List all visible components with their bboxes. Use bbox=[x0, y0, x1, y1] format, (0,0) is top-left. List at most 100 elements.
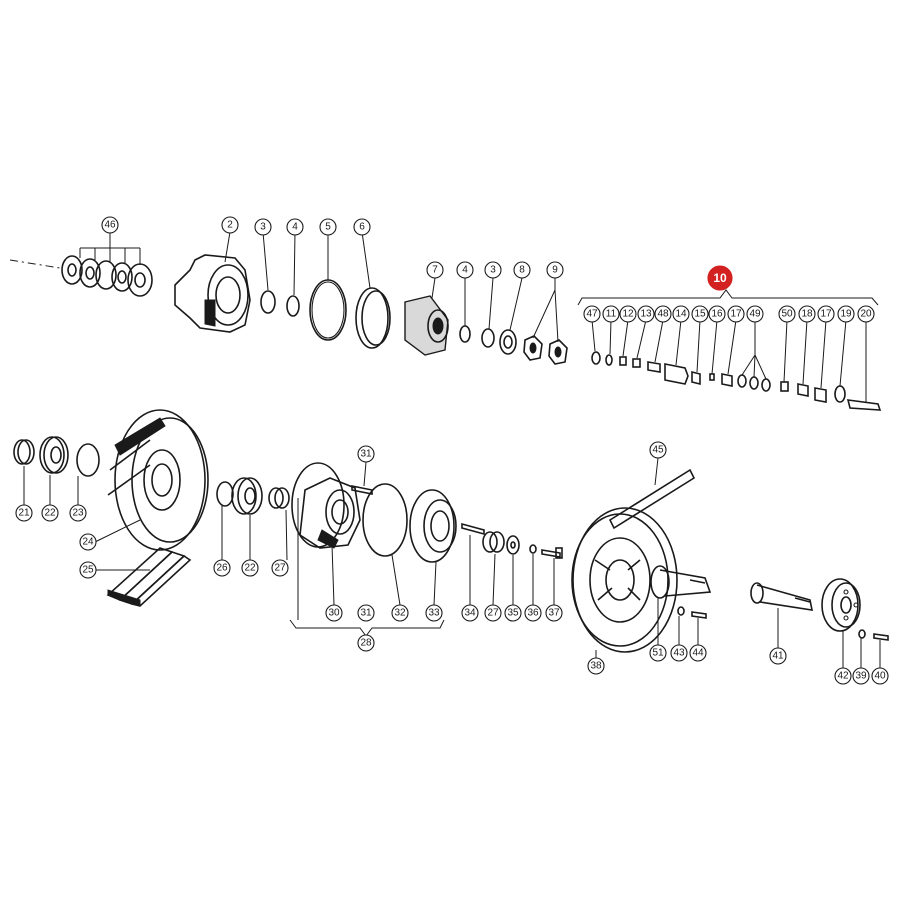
svg-text:36: 36 bbox=[527, 608, 539, 619]
svg-text:49: 49 bbox=[749, 309, 761, 320]
callout-14: 14 bbox=[672, 305, 690, 323]
part-51-shaft-flange bbox=[650, 565, 712, 645]
callout-39: 39 bbox=[852, 667, 870, 685]
svg-text:37: 37 bbox=[548, 608, 560, 619]
part-6-seal-ring bbox=[355, 231, 391, 349]
part-26-ring bbox=[216, 481, 234, 507]
svg-text:26: 26 bbox=[216, 563, 228, 574]
callout-27b: 27 bbox=[484, 604, 502, 622]
callout-24: 24 bbox=[79, 533, 97, 551]
callout-42: 42 bbox=[834, 667, 852, 685]
svg-text:14: 14 bbox=[675, 309, 687, 320]
callout-23: 23 bbox=[69, 504, 87, 522]
svg-text:45: 45 bbox=[652, 445, 664, 456]
callout-3b: 3 bbox=[484, 261, 502, 279]
svg-text:42: 42 bbox=[837, 671, 849, 682]
svg-text:27: 27 bbox=[274, 563, 286, 574]
part-36-washer-small bbox=[529, 544, 537, 554]
part-40-bolt bbox=[873, 633, 889, 641]
callout-6: 6 bbox=[353, 218, 371, 236]
svg-text:17: 17 bbox=[730, 309, 742, 320]
callout-37: 37 bbox=[545, 604, 563, 622]
callout-47: 47 bbox=[583, 305, 601, 323]
part-2-clutch-housing bbox=[174, 231, 251, 333]
callout-15: 15 bbox=[691, 305, 709, 323]
callout-36: 36 bbox=[524, 604, 542, 622]
part-3-ring bbox=[260, 290, 276, 314]
part-3-ring-b bbox=[481, 328, 495, 348]
callout-11: 11 bbox=[602, 305, 620, 323]
callout-50: 50 bbox=[778, 305, 796, 323]
svg-text:44: 44 bbox=[692, 648, 704, 659]
part-21-bush bbox=[13, 439, 35, 505]
svg-text:32: 32 bbox=[394, 608, 406, 619]
callout-8: 8 bbox=[513, 261, 531, 279]
part-8-nut bbox=[499, 277, 523, 355]
part-27-sleeve-b bbox=[482, 531, 505, 606]
callout-2: 2 bbox=[221, 216, 239, 234]
part-22-ball-bearing bbox=[39, 436, 69, 505]
svg-text:11: 11 bbox=[606, 309, 617, 320]
svg-text:41: 41 bbox=[772, 651, 784, 662]
callout-49: 49 bbox=[746, 305, 764, 323]
part-30-clutch-hub bbox=[291, 462, 361, 606]
callout-25: 25 bbox=[79, 561, 97, 579]
svg-text:19: 19 bbox=[840, 309, 852, 320]
svg-text:27: 27 bbox=[487, 608, 499, 619]
svg-text:6: 6 bbox=[359, 222, 365, 233]
callout-4b: 4 bbox=[456, 261, 474, 279]
callout-45: 45 bbox=[649, 441, 667, 459]
svg-text:40: 40 bbox=[874, 671, 886, 682]
svg-text:43: 43 bbox=[673, 648, 685, 659]
part-41-shaft bbox=[750, 582, 814, 648]
callout-20: 20 bbox=[857, 305, 875, 323]
part-42-hub bbox=[821, 578, 861, 668]
part-22-ball-bearing-b bbox=[231, 477, 263, 560]
part-39-washer bbox=[858, 629, 866, 639]
svg-text:21: 21 bbox=[18, 508, 30, 519]
callout-26: 26 bbox=[213, 559, 231, 577]
svg-text:7: 7 bbox=[432, 265, 438, 276]
svg-text:17: 17 bbox=[820, 309, 832, 320]
callout-22: 22 bbox=[41, 504, 59, 522]
part-35-washer bbox=[506, 535, 520, 605]
callout-10-highlighted: 10 bbox=[707, 265, 733, 291]
svg-text:34: 34 bbox=[464, 608, 476, 619]
callout-13: 13 bbox=[637, 305, 655, 323]
part-34-pin bbox=[461, 522, 485, 536]
callout-33: 33 bbox=[425, 604, 443, 622]
svg-text:51: 51 bbox=[652, 648, 664, 659]
part-45-v-belt bbox=[608, 457, 696, 530]
part-23-ring bbox=[76, 443, 100, 477]
part-7-bushing bbox=[404, 277, 449, 356]
callout-48: 48 bbox=[654, 305, 672, 323]
callout-4: 4 bbox=[286, 218, 304, 236]
svg-text:10: 10 bbox=[713, 271, 727, 285]
svg-text:24: 24 bbox=[82, 537, 94, 548]
part-33-pressure-plate bbox=[409, 489, 457, 606]
callout-46: 46 bbox=[101, 216, 119, 234]
part-44-bolt bbox=[691, 611, 707, 619]
callout-16: 16 bbox=[708, 305, 726, 323]
svg-text:3: 3 bbox=[260, 222, 266, 233]
svg-text:28: 28 bbox=[360, 638, 372, 649]
svg-text:35: 35 bbox=[507, 608, 519, 619]
svg-text:20: 20 bbox=[860, 309, 872, 320]
svg-text:4: 4 bbox=[462, 265, 468, 276]
part-4-circlip bbox=[286, 295, 300, 317]
part-4-circlip-b bbox=[459, 325, 471, 343]
svg-text:38: 38 bbox=[590, 661, 602, 672]
svg-text:13: 13 bbox=[640, 309, 652, 320]
callout-17b: 17 bbox=[817, 305, 835, 323]
callout-3: 3 bbox=[254, 218, 272, 236]
svg-text:50: 50 bbox=[781, 309, 793, 320]
callout-9: 9 bbox=[546, 261, 564, 279]
callout-21: 21 bbox=[15, 504, 33, 522]
group-10-bracket bbox=[577, 289, 879, 306]
callout-18: 18 bbox=[798, 305, 816, 323]
callout-31: 31 bbox=[357, 445, 375, 463]
svg-text:46: 46 bbox=[104, 220, 116, 231]
part-38-driven-pulley bbox=[571, 507, 678, 658]
part-27-sleeve bbox=[268, 487, 290, 561]
